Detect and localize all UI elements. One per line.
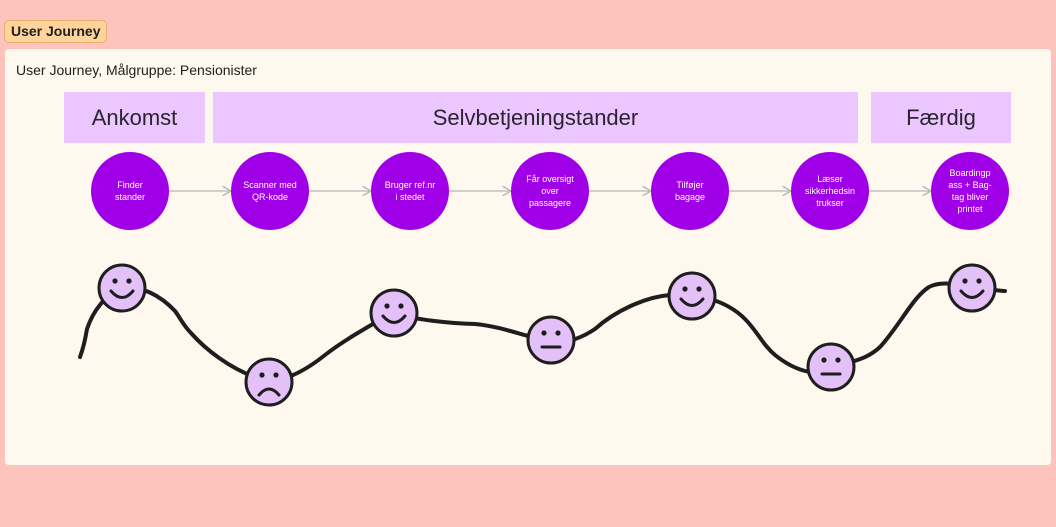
happy-face-icon xyxy=(97,263,147,313)
board-title: User Journey, Målgruppe: Pensionister xyxy=(16,62,257,78)
step-boardingpass-printet[interactable]: Boardingp ass + Bag- tag bliver printet xyxy=(931,152,1009,230)
step-label: Får oversigt over passagere xyxy=(526,174,574,208)
happy-face-icon xyxy=(369,288,419,338)
step-label: Bruger ref.nr i stedet xyxy=(384,180,436,202)
happy-face-icon xyxy=(667,271,717,321)
step-sikkerhedsinstrukser[interactable]: Læser sikkerhedsin trukser xyxy=(791,152,869,230)
step-label: Scanner med QR-kode xyxy=(243,180,297,202)
step-label: Læser sikkerhedsin trukser xyxy=(804,174,856,208)
step-label: Boardingp ass + Bag- tag bliver printet xyxy=(948,168,992,214)
step-finder-stander[interactable]: Finder stander xyxy=(91,152,169,230)
neutral-face-icon xyxy=(806,342,856,392)
phase-selvbetjeningstander: Selvbetjeningstander xyxy=(213,92,858,143)
journey-board: User Journey, Målgruppe: Pensionister An… xyxy=(5,49,1051,465)
step-tilfoejer-bagage[interactable]: Tilføjer bagage xyxy=(651,152,729,230)
sad-face-icon xyxy=(244,357,294,407)
step-label: Finder stander xyxy=(114,180,146,202)
step-oversigt-passagere[interactable]: Får oversigt over passagere xyxy=(511,152,589,230)
frame-tag[interactable]: User Journey xyxy=(4,20,108,43)
phase-ankomst: Ankomst xyxy=(64,92,205,143)
step-label: Tilføjer bagage xyxy=(674,180,706,202)
happy-face-icon xyxy=(947,263,997,313)
step-scanner-qr[interactable]: Scanner med QR-kode xyxy=(231,152,309,230)
neutral-face-icon xyxy=(526,315,576,365)
step-connectors xyxy=(169,49,1051,465)
phase-faerdig: Færdig xyxy=(871,92,1011,143)
step-bruger-refnr[interactable]: Bruger ref.nr i stedet xyxy=(371,152,449,230)
emotion-faces xyxy=(97,263,997,407)
